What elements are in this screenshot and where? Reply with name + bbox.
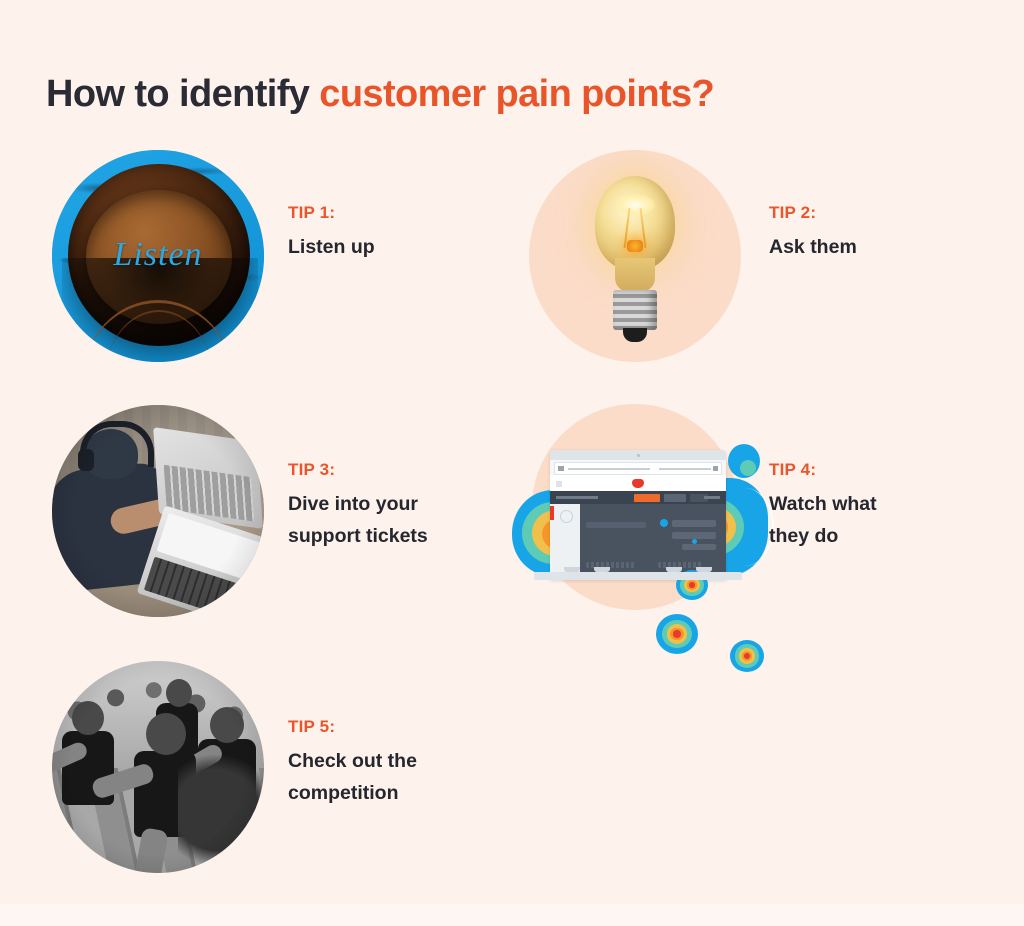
site-content-area xyxy=(580,504,764,672)
runner-head xyxy=(166,679,192,707)
tip-3-image xyxy=(52,405,264,617)
star-icon xyxy=(556,481,562,487)
runner-head xyxy=(146,713,186,755)
listen-script-text: Listen xyxy=(113,236,203,273)
laptop-foot xyxy=(594,567,610,572)
tip-5-image xyxy=(52,661,264,873)
bowl-arc-line-secondary xyxy=(104,310,214,362)
url-text-placeholder-2 xyxy=(659,468,711,470)
tip-5-label: TIP 5: xyxy=(288,717,336,736)
laptop-base xyxy=(534,572,742,580)
content-block xyxy=(658,562,702,568)
page-title-lead: How to identify xyxy=(46,73,320,116)
laptop-foot xyxy=(696,567,712,572)
listen-bowl-photo: Listen xyxy=(52,150,264,362)
tip-4-image xyxy=(510,400,774,672)
hotspot-red xyxy=(673,630,681,638)
track-runners-photo xyxy=(52,661,264,873)
filament-core xyxy=(627,240,643,252)
content-side-panel xyxy=(658,516,720,556)
heatmap-swoosh xyxy=(716,488,774,566)
url-text-placeholder xyxy=(568,468,650,470)
site-logo-icon xyxy=(632,479,644,488)
page-title: How to identify customer pain points? xyxy=(46,73,715,116)
bowl-arc-line xyxy=(82,300,234,362)
panel-dot-icon xyxy=(692,539,697,544)
tip-1-text: TIP 1: Listen up xyxy=(288,203,528,264)
tip-3-label: TIP 3: xyxy=(288,460,336,479)
page-title-accent: customer pain points? xyxy=(319,73,715,116)
headset-earcup xyxy=(78,449,94,471)
accent-dot-inner xyxy=(740,460,756,476)
sidebar-active-tab xyxy=(550,506,554,520)
bulb-filament xyxy=(613,192,657,252)
tip-2-text: TIP 2: Ask them xyxy=(769,203,1009,264)
laptop-foot xyxy=(564,567,580,572)
headset-band xyxy=(80,421,154,467)
heatmap-hotspot xyxy=(656,614,698,654)
nav-right-placeholder xyxy=(704,496,720,499)
runner-head xyxy=(72,701,104,735)
hotspot-red xyxy=(743,653,751,659)
lightbulb-photo xyxy=(529,150,741,362)
hotspot-red xyxy=(689,582,695,588)
bulb-screw-base xyxy=(613,290,657,330)
photo-vignette xyxy=(52,405,264,617)
browser-url-bar xyxy=(554,462,722,475)
tip-1-image: Listen xyxy=(52,150,264,362)
sidebar-circle-icon xyxy=(560,510,573,523)
tip-5-body: Check out the competition xyxy=(288,750,417,804)
titlebar-dot-icon xyxy=(636,454,640,457)
tip-1-body: Listen up xyxy=(288,236,375,258)
foreground-silhouette xyxy=(178,755,264,865)
panel-line xyxy=(682,544,716,550)
nav-secondary-button xyxy=(664,494,686,502)
site-sidebar xyxy=(550,504,580,572)
content-block xyxy=(586,562,636,568)
tip-2-body: Ask them xyxy=(769,236,857,258)
favicon-icon xyxy=(558,466,564,471)
tip-2-label: TIP 2: xyxy=(769,203,817,222)
browser-titlebar xyxy=(550,450,726,460)
tip-4-text: TIP 4: Watch what they do xyxy=(769,460,1009,552)
browser-menu-icon xyxy=(713,466,718,471)
nav-primary-button xyxy=(634,494,660,502)
bottom-strip xyxy=(0,904,1024,926)
accent-dot-blob xyxy=(728,444,760,478)
panel-line xyxy=(672,532,716,539)
nav-link-placeholder xyxy=(556,496,598,499)
laptop-foot xyxy=(666,567,682,572)
tip-3-text: TIP 3: Dive into your support tickets xyxy=(288,460,528,552)
tip-1-label: TIP 1: xyxy=(288,203,336,222)
panel-dot-icon xyxy=(660,519,668,527)
tip-2-image xyxy=(529,150,741,362)
nav-tertiary-button xyxy=(690,494,708,502)
runner-head xyxy=(210,707,244,743)
filament-glow xyxy=(615,194,655,216)
tip-3-body: Dive into your support tickets xyxy=(288,493,428,547)
bulb-neck xyxy=(615,258,655,292)
support-agent-photo xyxy=(52,405,264,617)
content-block xyxy=(586,522,646,528)
bulb-glass xyxy=(595,176,675,270)
heatmap-hotspot xyxy=(730,640,764,672)
site-navbar xyxy=(550,491,726,504)
tip-5-text: TIP 5: Check out the competition xyxy=(288,717,528,809)
bulb-contact-tip xyxy=(623,328,647,342)
heatmap-laptop xyxy=(534,450,764,672)
tip-4-body: Watch what they do xyxy=(769,493,877,547)
panel-line xyxy=(672,520,716,527)
tip-4-label: TIP 4: xyxy=(769,460,817,479)
site-header xyxy=(550,475,726,491)
photo-vignette xyxy=(52,661,264,873)
